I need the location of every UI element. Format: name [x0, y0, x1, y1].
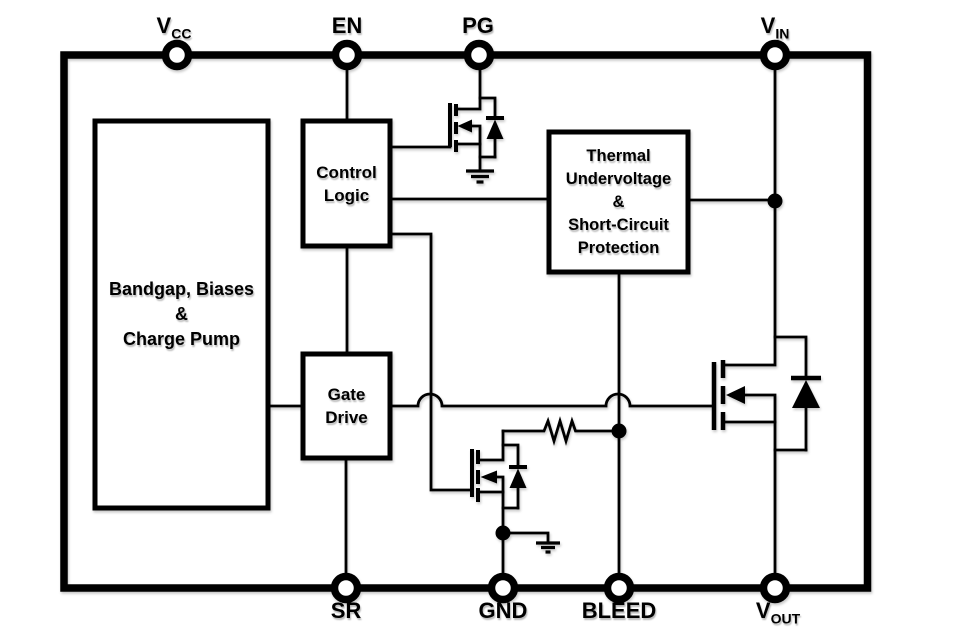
- block-label-line: Control: [316, 162, 377, 182]
- pin-label-text: V: [760, 13, 776, 38]
- pin-label-bleed: BLEED: [582, 599, 657, 623]
- pin-label-text: EN: [331, 13, 363, 38]
- pass-fet-diode-top-branch: [773, 335, 808, 380]
- block-label-line: Logic: [323, 185, 370, 205]
- bleed-mosfet: [470, 416, 621, 587]
- pass-fet-source-rail-to-vout: [742, 393, 777, 587]
- pin-circles: [161, 39, 791, 604]
- pg-mosfet: [448, 56, 504, 184]
- pin-label-pg: PG: [462, 14, 494, 38]
- control-logic-block-box: [300, 118, 393, 249]
- pin-label-subscript: CC: [171, 25, 192, 42]
- pin-en: [331, 39, 363, 71]
- pin-bleed: [603, 572, 635, 604]
- bandgap-block-label: Bandgap, Biases & Charge Pump: [95, 121, 268, 508]
- pin-label-gnd: GND: [479, 599, 528, 623]
- bleed-fet-drain-lead: [476, 429, 505, 462]
- ground-symbol-bleed: [536, 541, 560, 554]
- pin-vout: [759, 572, 791, 604]
- bleed-resistor: [501, 416, 621, 446]
- pin-label-vout: VOUT: [755, 598, 801, 627]
- junction-dot-bleed-resistor: [611, 423, 627, 439]
- protection-block-label: Thermal Undervoltage & Short-Circuit Pro…: [549, 132, 688, 272]
- pin-label-sr: SR: [331, 599, 362, 623]
- block-boxes: [92, 118, 691, 511]
- protection-block-box: [546, 129, 691, 275]
- pin-label-subscript: OUT: [770, 610, 801, 627]
- pin-label-text: BLEED: [581, 598, 657, 623]
- bandgap-block-box: [92, 118, 271, 511]
- bleed-fet-body-arrow: [480, 470, 497, 484]
- pin-label-vin: VIN: [760, 13, 790, 42]
- control-logic-block-label: Control Logic: [303, 121, 390, 246]
- block-label-line: Short-Circuit: [568, 215, 669, 234]
- pin-label-vcc: VCC: [156, 13, 192, 42]
- pin-label-en: EN: [332, 14, 363, 38]
- pin-label-text: PG: [462, 13, 494, 38]
- pin-gnd: [487, 572, 519, 604]
- block-label-line: Charge Pump: [122, 329, 241, 349]
- bleed-fet-body-diode: [509, 468, 527, 488]
- block-label-line: Drive: [325, 408, 368, 427]
- pin-pg: [463, 39, 495, 71]
- pin-label-subscript: IN: [775, 25, 790, 42]
- block-label-line: Bandgap, Biases: [108, 279, 255, 299]
- wire-gate-drive-to-pass-fet-gate-with-hops: [388, 392, 716, 408]
- block-label-line: &: [612, 192, 625, 211]
- pin-sr: [330, 572, 362, 604]
- pass-mosfet: [711, 56, 821, 587]
- pg-fet-drain-lead: [454, 56, 482, 111]
- pin-label-text: SR: [330, 598, 362, 623]
- block-label-line: Thermal: [586, 146, 651, 165]
- block-label-line: Protection: [577, 238, 660, 257]
- pg-fet-body-source-rail: [469, 124, 482, 173]
- pass-fet-body-arrow: [726, 386, 745, 404]
- pg-fet-body-arrow: [457, 119, 472, 133]
- pass-fet-drain-rail-to-vin: [721, 56, 777, 367]
- block-label-line: Gate: [327, 385, 366, 404]
- wire-control-logic-to-bleed-fet-gate: [388, 232, 474, 492]
- junction-dot-vin-rail: [767, 193, 783, 209]
- pin-vin: [759, 39, 791, 71]
- pin-label-text: GND: [478, 598, 528, 623]
- junction-dot-gnd: [495, 525, 511, 541]
- wire-bleed-fet-to-ground-symbol: [501, 531, 550, 544]
- pass-fet-body-diode: [792, 380, 820, 408]
- gate-drive-block-label: Gate Drive: [303, 354, 390, 458]
- block-label-line: Undervoltage: [565, 169, 672, 188]
- bleed-fet-body-source-rail: [494, 475, 505, 535]
- ground-symbol-pg: [466, 169, 494, 184]
- pin-label-text: V: [156, 13, 172, 38]
- pg-fet-body-diode: [486, 119, 504, 139]
- pin-label-text: V: [755, 598, 771, 623]
- gate-drive-block-box: [300, 351, 393, 461]
- pg-fet-diode-top-branch: [478, 96, 497, 120]
- block-label-line: &: [175, 304, 188, 324]
- pin-vcc: [161, 39, 193, 71]
- bleed-fet-diode-top-branch: [501, 443, 520, 469]
